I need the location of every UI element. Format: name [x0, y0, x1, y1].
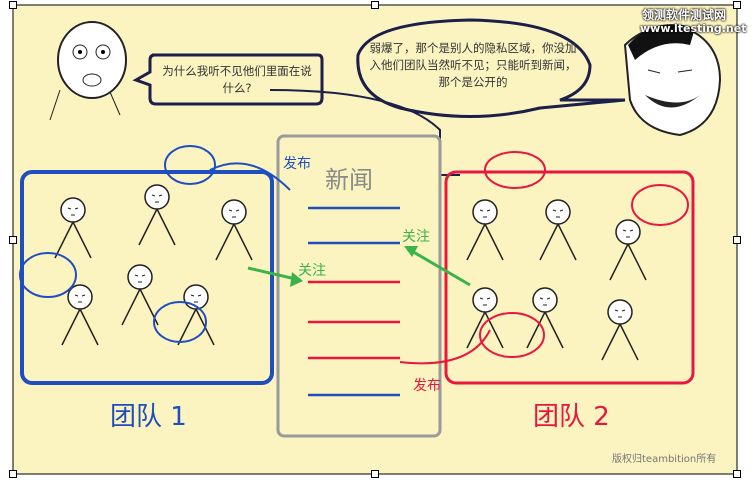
- copyright-text: 版权归teambition所有: [612, 454, 717, 465]
- publish-arrow-blue: [209, 162, 291, 191]
- right-bubble-text: 弱爆了，那个是别人的隐私区域，你没加入他们团队当然听不见；只能听到新闻，那个是公…: [369, 41, 577, 89]
- publish-label-blue: 发布: [283, 156, 311, 172]
- follow-arrow-right: [409, 248, 471, 287]
- resize-handle-w[interactable]: [9, 236, 17, 244]
- team1-label: 团队 1: [110, 402, 187, 432]
- publish-arrow-red: [399, 329, 491, 365]
- resize-handle-sw[interactable]: [9, 470, 17, 478]
- resize-handle-s[interactable]: [371, 470, 379, 478]
- chat-bubble-red: [479, 312, 545, 358]
- news-panel: [276, 134, 442, 438]
- left-speech-bubble: [132, 53, 324, 106]
- watermark-title: 领测软件测试网: [642, 8, 727, 22]
- chat-bubble-blue: [153, 301, 207, 343]
- follow-label-left: 关注: [298, 263, 326, 279]
- resize-handle-e[interactable]: [733, 236, 741, 244]
- resize-handle-n[interactable]: [371, 1, 379, 9]
- publish-label-red: 发布: [413, 378, 441, 394]
- team-member-figure: [601, 299, 639, 361]
- follow-label-right: 关注: [402, 229, 430, 245]
- team-member-figure: [526, 287, 564, 349]
- team-member-figure: [539, 199, 577, 261]
- team-member-figure: [609, 219, 647, 281]
- team-member-figure: [466, 287, 504, 349]
- team-member-figure: [466, 199, 504, 261]
- team2-label: 团队 2: [533, 402, 610, 432]
- team2-box: [444, 170, 695, 385]
- team-member-figure: [54, 197, 92, 259]
- watermark-url: www.ltesting.net: [640, 22, 747, 35]
- team-member-figure: [215, 199, 253, 261]
- resize-handle-ne[interactable]: [733, 1, 741, 9]
- news-title: 新闻: [325, 166, 373, 194]
- team-member-figure: [138, 184, 176, 246]
- chat-bubble-red: [484, 151, 546, 189]
- left-bubble-text: 为什么我听不见他们里面在说什么?: [162, 64, 312, 95]
- chat-bubble-blue: [19, 252, 77, 298]
- rage-face-left: [49, 21, 127, 121]
- team-member-figure: [61, 284, 99, 346]
- chat-bubble-red: [631, 184, 689, 226]
- resize-handle-nw[interactable]: [9, 1, 17, 9]
- chat-bubble-blue: [164, 145, 216, 185]
- right-speech-bubble: [356, 18, 626, 118]
- team1-box: [20, 170, 274, 385]
- resize-handle-se[interactable]: [733, 470, 741, 478]
- news-lines: [308, 206, 400, 397]
- troll-face-right: [623, 24, 722, 137]
